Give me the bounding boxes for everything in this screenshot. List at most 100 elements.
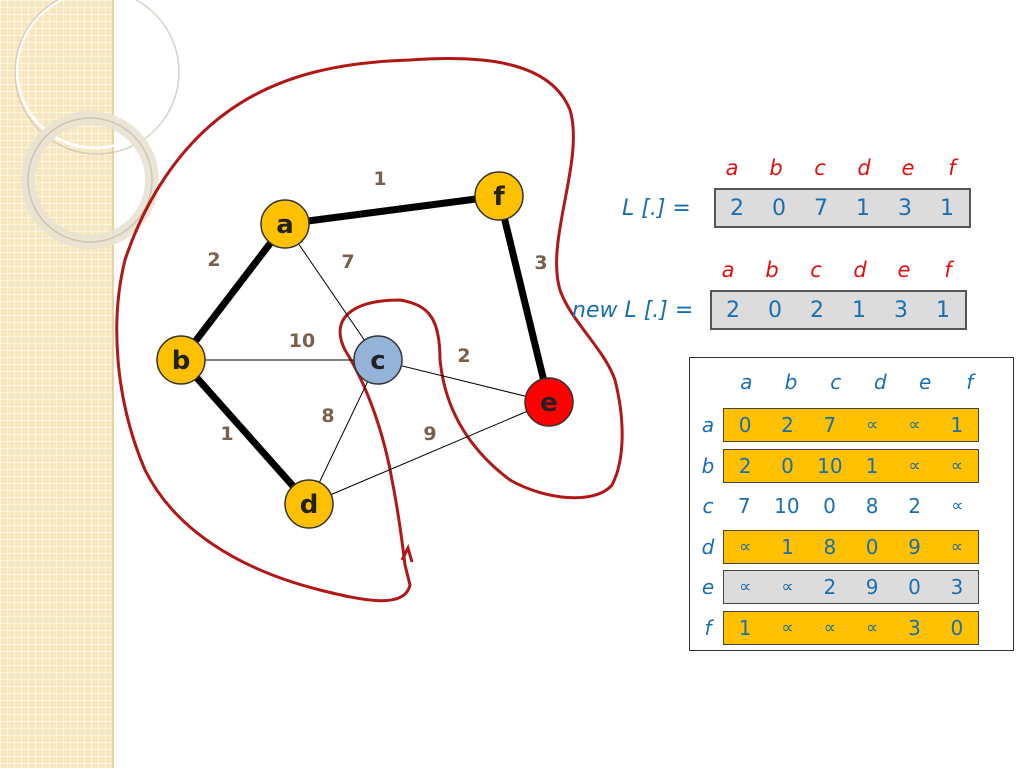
node-circle-f — [474, 171, 524, 221]
matrix-cell-e-d: 9 — [865, 575, 879, 599]
matrix-cell-d-d: 0 — [865, 534, 879, 559]
newL-value-a: 2 — [726, 297, 740, 323]
node-label-b: b — [172, 346, 191, 376]
L-value-a: 2 — [730, 195, 744, 221]
matrix-col-header-c: c — [830, 370, 842, 394]
node-a: a — [260, 199, 310, 249]
newL-value-d: 1 — [852, 297, 866, 323]
matrix-cell-c-c: 0 — [823, 494, 836, 518]
L-values-box: 2 0 7 1 3 1 — [714, 188, 971, 228]
L-header-c: c — [814, 156, 826, 180]
matrix-cell-c-f: ∝ — [951, 496, 964, 516]
matrix-cell-d-b: 1 — [781, 534, 794, 559]
edge-a-c — [284, 223, 379, 361]
matrix-col-header-b: b — [784, 370, 798, 394]
node-b: b — [156, 335, 206, 385]
newL-header-c: c — [810, 258, 822, 282]
matrix-cell-a-d: ∝ — [866, 415, 879, 435]
matrix-cell-b-c: 10 — [817, 453, 843, 478]
edge-weight-f-e: 3 — [534, 252, 547, 274]
matrix-col-header-e: e — [918, 370, 932, 394]
edge-weight-a-f: 1 — [373, 168, 386, 190]
matrix-cell-b-f: ∝ — [950, 455, 963, 476]
L-header-f: f — [948, 156, 956, 180]
node-label-d: d — [300, 490, 319, 520]
matrix-row-label-b: b — [701, 453, 715, 478]
boundary-curve-arrow — [400, 543, 414, 563]
L-value-c: 7 — [814, 195, 828, 221]
matrix-cell-f-a: 1 — [738, 615, 752, 640]
node-label-e: e — [540, 388, 558, 418]
L-value-f: 1 — [940, 195, 954, 221]
matrix-cell-b-e: ∝ — [908, 455, 921, 476]
matrix-cell-a-f: 1 — [950, 413, 964, 437]
matrix-cell-c-e: 2 — [908, 494, 922, 518]
edge-c-e — [377, 359, 550, 403]
node-circle-c — [353, 335, 403, 385]
matrix-cell-e-a: ∝ — [739, 577, 752, 597]
edge-weight-c-e: 2 — [457, 345, 470, 367]
matrix-cell-d-f: ∝ — [950, 536, 963, 557]
matrix-cell-a-c: 7 — [823, 413, 837, 437]
matrix-cell-f-d: ∝ — [866, 617, 879, 638]
edges-layer — [178, 192, 553, 507]
L-value-d: 1 — [856, 195, 870, 221]
edge-a-f — [284, 192, 500, 228]
node-circle-b — [156, 335, 206, 385]
edge-c-d — [308, 359, 379, 505]
sidebar-edge — [112, 0, 114, 768]
newL-header-b: b — [765, 258, 779, 282]
matrix-cell-d-e: 9 — [908, 534, 921, 559]
node-label-a: a — [276, 210, 294, 240]
newL-value-b: 0 — [768, 297, 782, 323]
matrix-row-label-c: c — [702, 494, 714, 518]
L-header-b: b — [769, 156, 783, 180]
edge-b-d — [178, 357, 312, 507]
edge-weight-d-e: 9 — [423, 423, 436, 445]
node-f: f — [474, 171, 524, 221]
L-value-e: 3 — [898, 195, 912, 221]
L-value-b: 0 — [772, 195, 786, 221]
newL-header-f: f — [944, 258, 952, 282]
node-label-c: c — [370, 346, 385, 376]
node-circle-e — [524, 377, 574, 427]
matrix-cell-e-f: 3 — [950, 575, 964, 599]
matrix-row-label-a: a — [701, 413, 715, 437]
matrix-cell-c-a: 7 — [737, 494, 751, 518]
matrix-cell-f-e: 3 — [908, 615, 921, 640]
node-e: e — [524, 377, 574, 427]
matrix-cell-d-c: 8 — [823, 534, 837, 559]
matrix-cell-e-e: 0 — [908, 575, 921, 599]
edge-weight-b-d: 1 — [220, 423, 233, 445]
matrix-col-header-a: a — [740, 370, 753, 394]
matrix-col-header-d: d — [874, 370, 887, 394]
L-header-d: d — [857, 156, 871, 180]
decorative-rings — [14, 0, 180, 249]
edge-weight-c-d: 8 — [321, 405, 334, 427]
node-label-f: f — [493, 182, 505, 212]
edge-weight-b-c: 10 — [289, 330, 315, 352]
matrix-cell-a-b: 2 — [781, 413, 794, 437]
matrix-cell-a-e: ∝ — [908, 415, 921, 435]
matrix-cell-b-d: 1 — [865, 453, 879, 478]
edge-d-e — [308, 401, 550, 505]
matrix-cell-b-b: 0 — [781, 453, 794, 478]
matrix-row-label-d: d — [701, 534, 715, 559]
newL-label: new L [.] = — [572, 298, 694, 323]
node-circle-d — [284, 479, 334, 529]
matrix-cell-e-b: ∝ — [781, 577, 794, 597]
L-header-a: a — [725, 156, 739, 180]
matrix-cell-f-f: 0 — [950, 615, 964, 640]
newL-header-e: e — [897, 258, 911, 282]
